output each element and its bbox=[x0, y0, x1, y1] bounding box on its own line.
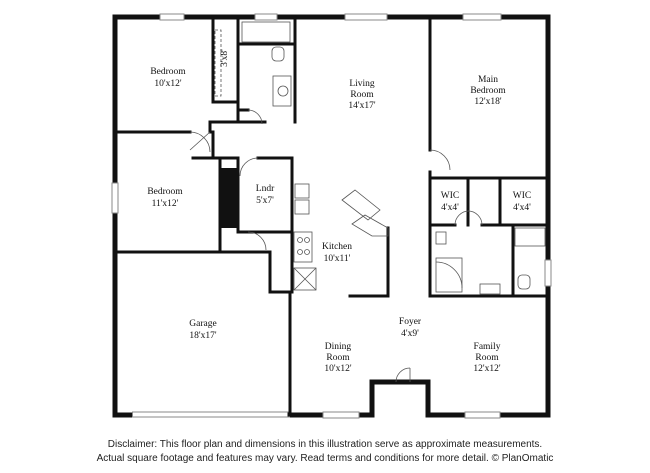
toilet-master bbox=[517, 274, 531, 290]
closet-rod bbox=[214, 29, 222, 97]
label-dining-line1: Dining bbox=[325, 342, 352, 352]
label-bedroom-nw-name: Bedroom bbox=[150, 67, 186, 77]
interior-walls bbox=[113, 15, 550, 417]
fireplace bbox=[220, 168, 238, 228]
label-family-line2: Room bbox=[475, 353, 499, 363]
exterior-walls bbox=[112, 14, 551, 418]
sink-master-1 bbox=[435, 231, 447, 245]
label-bedroom-nw-dims: 10'x12' bbox=[154, 79, 181, 89]
room-labels: Bedroom 10'x12' 3'x8' Living Room 14'x17… bbox=[147, 49, 531, 374]
label-family-line1: Family bbox=[474, 342, 501, 352]
label-garage-dims: 18'x17' bbox=[189, 331, 216, 341]
label-wic-left-dims: 4'x4' bbox=[441, 203, 459, 213]
label-dining-line2: Room bbox=[326, 353, 350, 363]
label-kitchen-dims: 10'x11' bbox=[324, 254, 351, 264]
stove bbox=[293, 231, 313, 263]
label-foyer-name: Foyer bbox=[399, 317, 422, 327]
bathtub-nw bbox=[241, 21, 291, 43]
toilet-nw bbox=[271, 46, 285, 62]
disclaimer-line-1: Disclaimer: This floor plan and dimensio… bbox=[107, 439, 543, 450]
label-bedroom-w-name: Bedroom bbox=[147, 187, 183, 197]
label-family-dims: 12'x12' bbox=[473, 364, 500, 374]
fixtures bbox=[214, 21, 546, 295]
shower bbox=[514, 227, 546, 247]
label-bedroom-w-dims: 11'x12' bbox=[152, 199, 179, 209]
label-living-line1: Living bbox=[349, 79, 375, 89]
disclaimer-line-2: Actual square footage and features may v… bbox=[96, 453, 554, 464]
windows bbox=[111, 13, 552, 419]
label-main-bedroom-line1: Main bbox=[478, 75, 498, 85]
label-main-bedroom-dims: 12'x18' bbox=[474, 97, 501, 107]
kitchen-counter bbox=[351, 214, 389, 237]
fridge bbox=[293, 267, 317, 291]
sink-master-2 bbox=[479, 283, 501, 295]
label-foyer-dims: 4'x9' bbox=[401, 329, 419, 339]
washer bbox=[294, 183, 310, 199]
kitchen-island bbox=[341, 189, 381, 221]
label-laundry-dims: 5'x7' bbox=[256, 196, 274, 206]
label-living-line2: Room bbox=[350, 90, 374, 100]
label-kitchen-name: Kitchen bbox=[322, 242, 352, 252]
label-wic-right-dims: 4'x4' bbox=[513, 203, 531, 213]
garage-door bbox=[132, 411, 290, 418]
label-wic-right-name: WIC bbox=[513, 191, 531, 201]
door-swings bbox=[189, 109, 483, 383]
label-closet-dims: 3'x8' bbox=[220, 49, 230, 67]
corner-tub bbox=[435, 257, 463, 293]
label-living-dims: 14'x17' bbox=[348, 101, 375, 111]
dryer bbox=[294, 199, 310, 215]
vanity-nw bbox=[272, 75, 292, 107]
label-dining-dims: 10'x12' bbox=[324, 364, 351, 374]
label-wic-left-name: WIC bbox=[441, 191, 459, 201]
label-laundry-name: Lndr bbox=[256, 184, 275, 194]
label-main-bedroom-line2: Bedroom bbox=[470, 86, 506, 96]
label-garage-name: Garage bbox=[189, 319, 216, 329]
